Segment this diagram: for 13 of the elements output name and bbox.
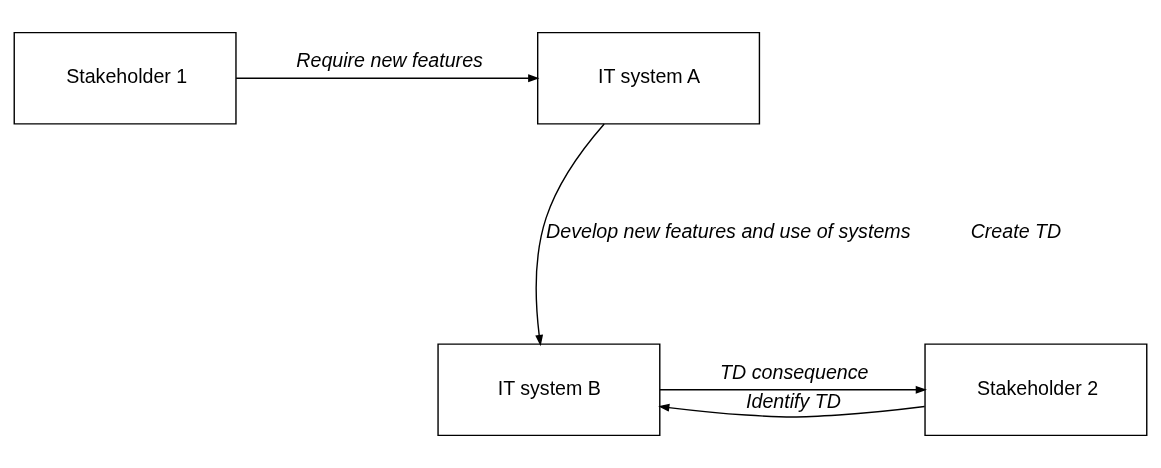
edge-label: TD consequence [720,360,869,383]
label: Create TD [970,219,1062,242]
node-box: Stakeholder 2 [924,343,1148,437]
node-box: Stakeholder 1 [13,31,237,125]
arrow [658,403,926,418]
node-box: IT system A [537,31,761,125]
edge-label: Develop new features and use of systems [546,219,911,242]
arrow [659,385,927,394]
edge-label: Require new features [296,49,483,72]
node-box: IT system B [437,343,661,437]
edge-label: Identify TD [746,390,841,413]
arrow [235,74,540,83]
arrow [535,123,605,347]
